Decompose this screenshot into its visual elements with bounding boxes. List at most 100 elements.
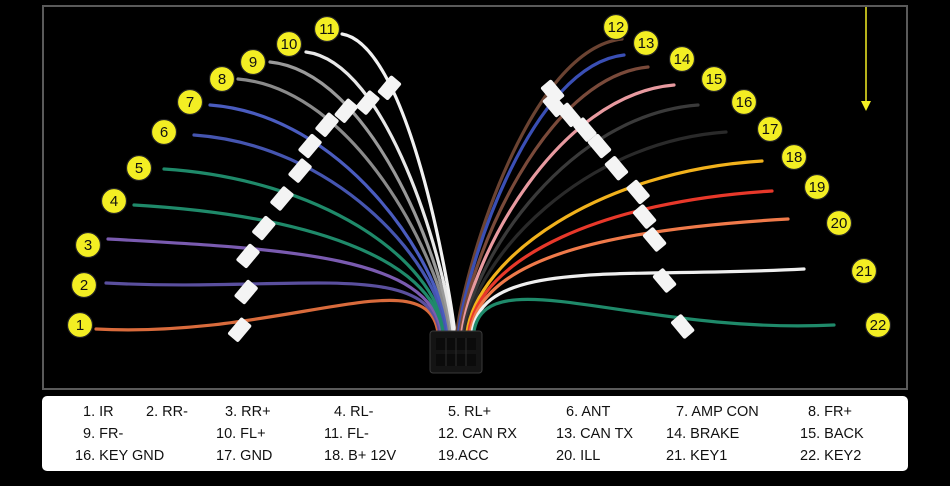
pin-marker-label: 13 xyxy=(638,35,655,52)
wire-tag-2 xyxy=(234,279,258,305)
legend-item: 15. BACK xyxy=(800,426,864,442)
wire-12 xyxy=(455,37,624,335)
wire-tag-12 xyxy=(540,79,565,105)
wire-2 xyxy=(104,281,442,335)
pin-marker-label: 7 xyxy=(186,94,194,111)
wire-8 xyxy=(236,77,452,335)
pin-marker-19: 19 xyxy=(803,173,831,201)
wire-9 xyxy=(268,60,454,335)
wire-tag-5 xyxy=(270,186,294,211)
wire-tag-19 xyxy=(632,204,657,229)
wire-14 xyxy=(458,65,650,335)
legend-item: 18. B+ 12V xyxy=(324,448,397,464)
pin-marker-2: 2 xyxy=(70,271,98,299)
wire-5 xyxy=(162,167,447,335)
wire-20 xyxy=(468,217,790,335)
legend-item: 11. FL- xyxy=(324,426,369,442)
legend-item: 22. KEY2 xyxy=(800,448,862,464)
pin-marker-11: 11 xyxy=(313,15,341,43)
pin-marker-20: 20 xyxy=(825,209,853,237)
wire-tag-17 xyxy=(604,156,629,181)
pin-marker-label: 11 xyxy=(319,21,335,38)
pin-marker-16: 16 xyxy=(730,88,758,116)
legend-item: 20. ILL xyxy=(556,448,601,464)
tags-layer xyxy=(228,75,695,342)
pin-marker-label: 4 xyxy=(110,193,118,210)
pin-marker-7: 7 xyxy=(176,88,204,116)
legend-item: 3. RR+ xyxy=(225,404,271,420)
pin-marker-3: 3 xyxy=(74,231,102,259)
pin-marker-label: 21 xyxy=(856,263,873,280)
legend-item: 5. RL+ xyxy=(448,404,492,420)
wire-tag-20 xyxy=(642,227,667,252)
pin-marker-label: 5 xyxy=(135,160,143,177)
legend-item: 16. KEY GND xyxy=(75,448,165,464)
pin-marker-label: 14 xyxy=(674,51,691,68)
legend-item: 10. FL+ xyxy=(216,426,266,442)
pin-marker-21: 21 xyxy=(850,257,878,285)
wire-1 xyxy=(94,298,440,335)
wire-22 xyxy=(472,297,836,335)
legend-item: 8. FR+ xyxy=(808,404,852,420)
pin-marker-label: 8 xyxy=(218,71,226,88)
legend-item: 9. FR- xyxy=(83,426,124,442)
pin-marker-label: 2 xyxy=(80,277,88,294)
wire-tag-14 xyxy=(557,102,581,127)
wire-6 xyxy=(192,133,449,335)
pin-marker-label: 20 xyxy=(831,215,848,232)
wire-11 xyxy=(340,32,457,335)
pin-marker-label: 12 xyxy=(608,19,625,36)
wire-tag-3 xyxy=(236,243,260,269)
pin-marker-12: 12 xyxy=(602,13,630,41)
wire-4 xyxy=(132,203,445,335)
wire-7 xyxy=(208,103,450,335)
pin-marker-22: 22 xyxy=(864,311,892,339)
pin-marker-label: 6 xyxy=(160,124,168,141)
pin-legend: 1. IR 2. RR- 3. RR+ 4. RL- 5. RL+ 6. ANT… xyxy=(42,396,908,471)
pin-marker-8: 8 xyxy=(208,65,236,93)
legend-item: 4. RL- xyxy=(334,404,374,420)
wire-tag-8 xyxy=(315,112,339,137)
wire-15 xyxy=(460,83,676,335)
legend-item: 1. IR xyxy=(83,404,114,420)
legend-item: 7. AMP CON xyxy=(676,404,759,420)
legend-item: 2. RR- xyxy=(146,404,188,420)
legend-item: 19.ACC xyxy=(438,448,489,464)
pin-marker-label: 19 xyxy=(809,179,826,196)
wire-tag-18 xyxy=(626,179,650,205)
pin-marker-label: 10 xyxy=(281,36,298,53)
down-arrow-icon xyxy=(861,7,871,111)
legend-item: 21. KEY1 xyxy=(666,448,728,464)
pin-marker-10: 10 xyxy=(275,30,303,58)
wire-tag-16 xyxy=(587,133,612,159)
wire-17 xyxy=(463,130,728,335)
wires-layer xyxy=(94,32,836,335)
wire-tag-10 xyxy=(356,90,380,115)
pin-marker-label: 22 xyxy=(870,317,887,334)
pin-marker-label: 3 xyxy=(84,237,92,254)
pin-marker-1: 1 xyxy=(66,311,94,339)
wire-tag-15 xyxy=(573,117,597,142)
legend-item: 17. GND xyxy=(216,448,273,464)
pin-marker-label: 18 xyxy=(786,149,803,166)
wire-tag-22 xyxy=(671,314,695,339)
legend-item: 14. BRAKE xyxy=(666,426,740,442)
pin-marker-label: 17 xyxy=(762,121,779,138)
wire-19 xyxy=(467,189,774,335)
legend-item: 6. ANT xyxy=(566,404,611,420)
wire-16 xyxy=(461,103,700,335)
wire-tag-1 xyxy=(228,317,252,342)
wire-tag-6 xyxy=(288,158,312,183)
connector-plug xyxy=(429,330,483,374)
wire-tag-4 xyxy=(252,215,276,241)
pin-marker-14: 14 xyxy=(668,45,696,73)
wire-21 xyxy=(470,267,806,335)
pin-marker-13: 13 xyxy=(632,29,660,57)
wire-tag-7 xyxy=(298,133,322,159)
wire-tag-11 xyxy=(377,75,402,100)
pin-marker-label: 15 xyxy=(706,71,723,88)
pin-marker-9: 9 xyxy=(239,48,267,76)
